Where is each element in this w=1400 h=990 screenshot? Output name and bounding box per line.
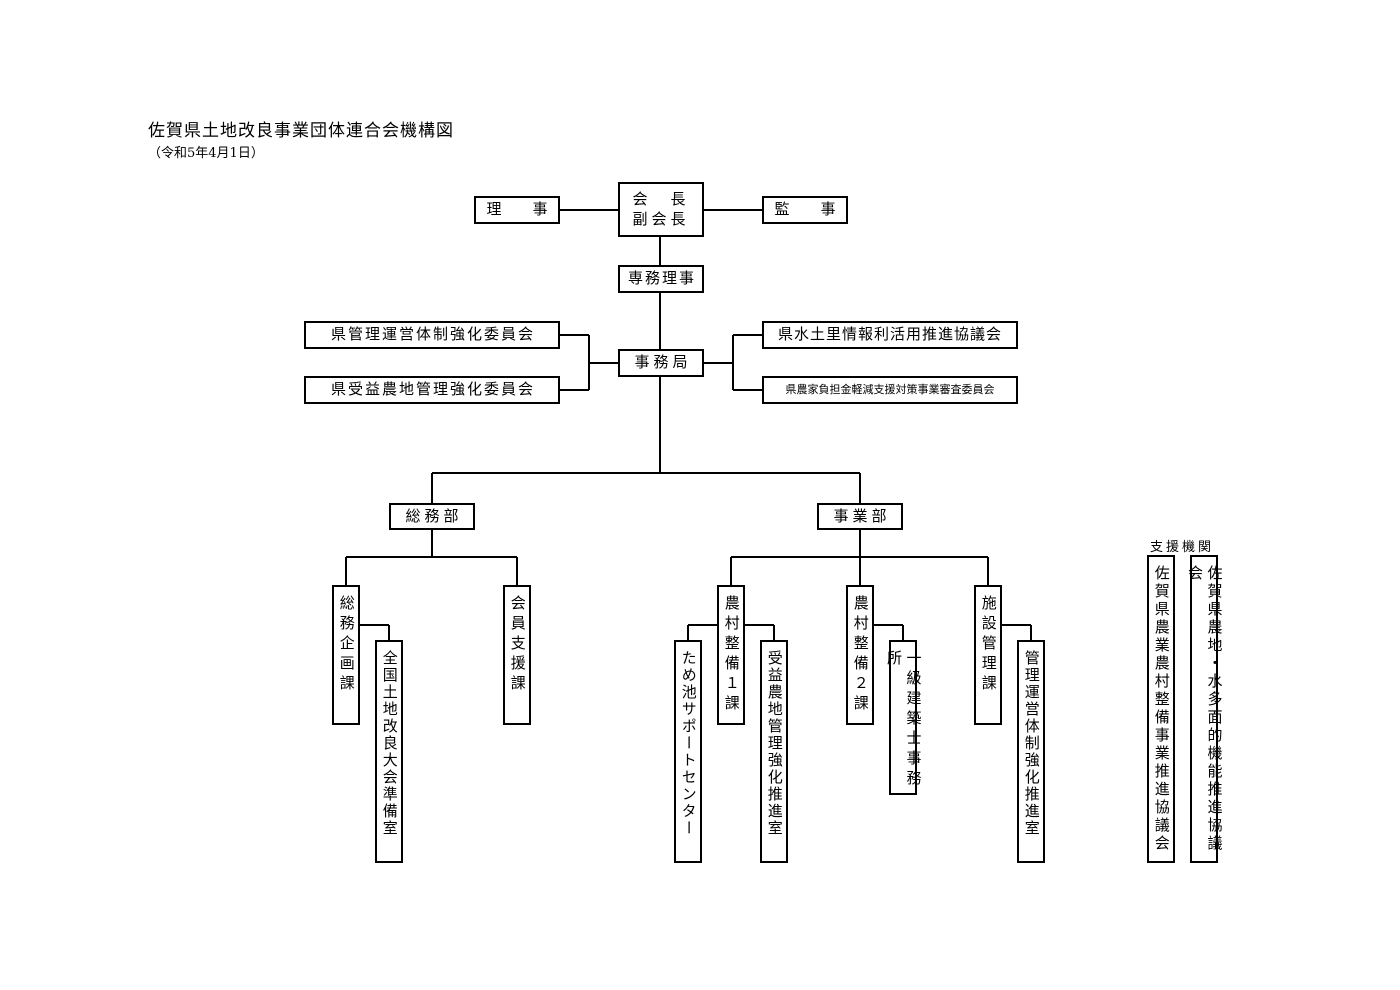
auditor-box: 監 事 — [762, 196, 848, 224]
room-beneficiary-box: 受益農地管理強化推進室 — [760, 640, 788, 863]
support-label: 支援機関 — [1150, 540, 1215, 555]
center-reservoir-box: ため池サポートセンター — [674, 640, 702, 863]
sec-facility-box: 施設管理課 — [974, 585, 1002, 725]
room-management-box: 管理運営体制強化推進室 — [1017, 640, 1045, 863]
dept-general-box: 総務部 — [389, 503, 475, 530]
support-org-2-box: 佐賀県農地・水多面的機能推進協議会 — [1186, 555, 1224, 863]
committee-management-box: 県管理運営体制強化委員会 — [304, 321, 560, 349]
sec-rural-2-box: 農村整備２課 — [846, 585, 874, 725]
office-architect-box: 一級建築士事務所 — [885, 640, 923, 795]
committee-farmer-burden-box: 県農家負担金軽減支援対策事業審査委員会 — [762, 376, 1018, 404]
sec-rural-1-box: 農村整備１課 — [717, 585, 745, 725]
room-national-convention-box: 全国土地改良大会準備室 — [375, 640, 403, 863]
support-org-1-box: 佐賀県農業農村整備事業推進協議会 — [1147, 555, 1175, 863]
vice-president-label: 副会長 — [632, 209, 690, 228]
director-box: 理 事 — [474, 196, 560, 224]
chart-date: （令和5年4月1日） — [148, 146, 264, 161]
president-box: 会 長 副会長 — [618, 182, 704, 237]
executive-director-box: 専務理事 — [618, 265, 704, 293]
sec-general-planning-box: 総務企画課 — [332, 585, 360, 725]
committee-beneficiary-box: 県受益農地管理強化委員会 — [304, 376, 560, 404]
council-water-box: 県水土里情報利活用推進協議会 — [762, 321, 1018, 349]
sec-member-support-box: 会員支援課 — [503, 585, 531, 725]
chart-title: 佐賀県土地改良事業団体連合会機構図 — [148, 121, 454, 141]
secretariat-box: 事務局 — [618, 349, 704, 377]
dept-business-box: 事業部 — [817, 503, 903, 530]
president-label: 会 長 — [632, 190, 690, 208]
